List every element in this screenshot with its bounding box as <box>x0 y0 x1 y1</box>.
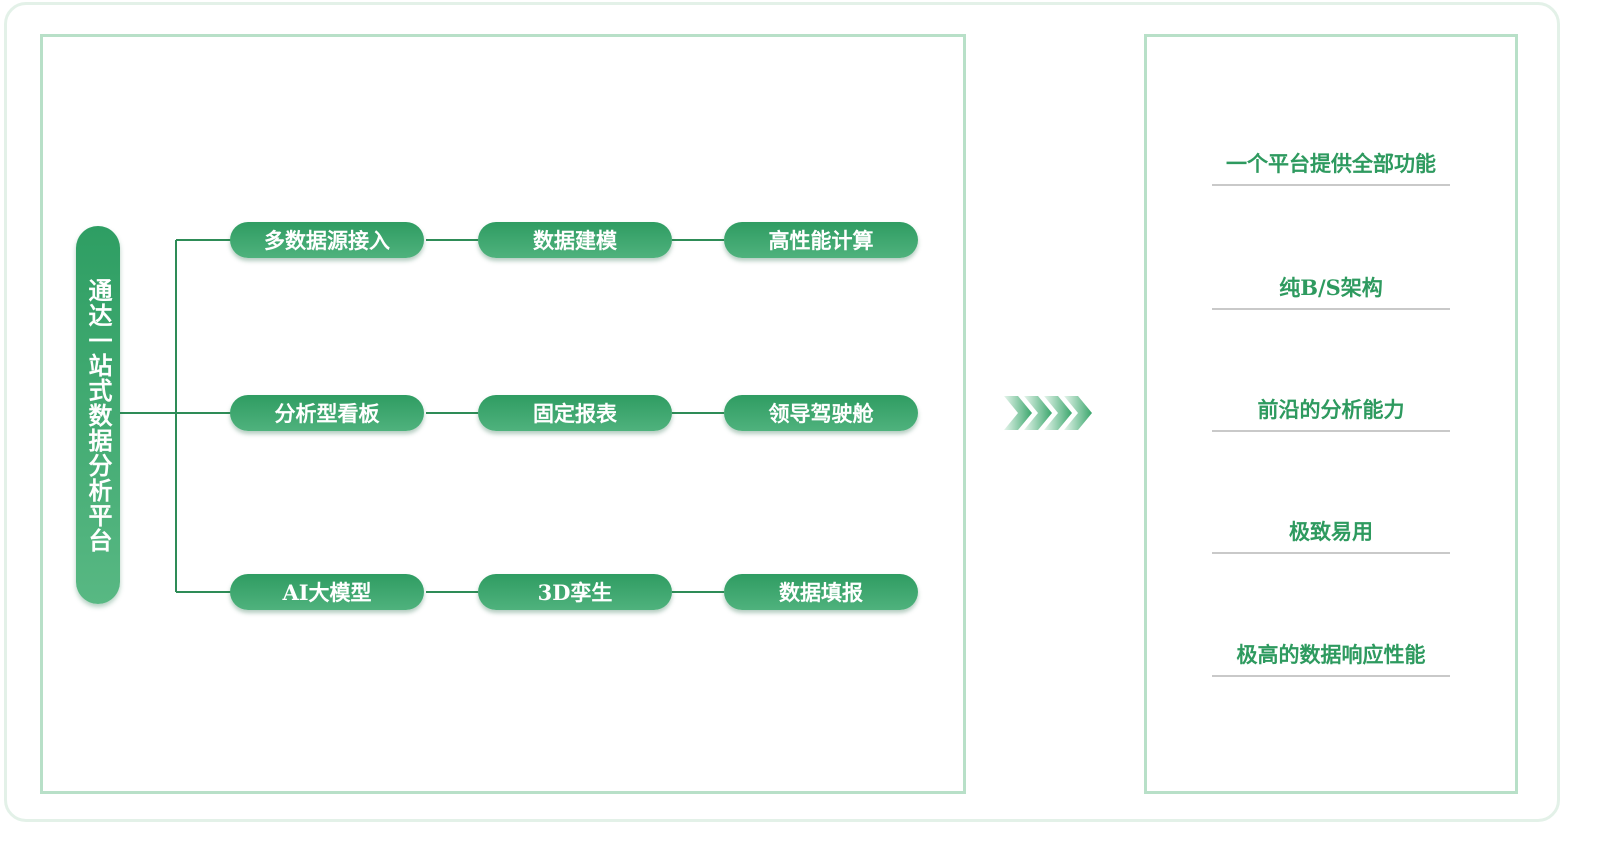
feature-ease-of-use: 极致易用 <box>1212 512 1450 554</box>
chevron-right-icon <box>1004 396 1092 430</box>
feature-all-in-one: 一个平台提供全部功能 <box>1212 144 1450 186</box>
module-data-modeling: 数据建模 <box>478 222 672 258</box>
module-data-entry: 数据填报 <box>724 574 918 610</box>
module-leader-cockpit: 领导驾驶舱 <box>724 395 918 431</box>
feature-advanced-analysis: 前沿的分析能力 <box>1212 390 1450 432</box>
platform-title: 通达一站式数据分析平台 <box>76 226 120 604</box>
module-multi-source-access: 多数据源接入 <box>230 222 424 258</box>
module-ai-large-model: AI大模型 <box>230 574 424 610</box>
module-analysis-dashboard: 分析型看板 <box>230 395 424 431</box>
features-panel <box>1144 34 1518 794</box>
feature-bs-architecture: 纯B/S架构 <box>1212 268 1450 310</box>
feature-high-response-performance: 极高的数据响应性能 <box>1212 635 1450 677</box>
module-high-performance-compute: 高性能计算 <box>724 222 918 258</box>
module-fixed-report: 固定报表 <box>478 395 672 431</box>
module-3d-twin: 3D孪生 <box>478 574 672 610</box>
